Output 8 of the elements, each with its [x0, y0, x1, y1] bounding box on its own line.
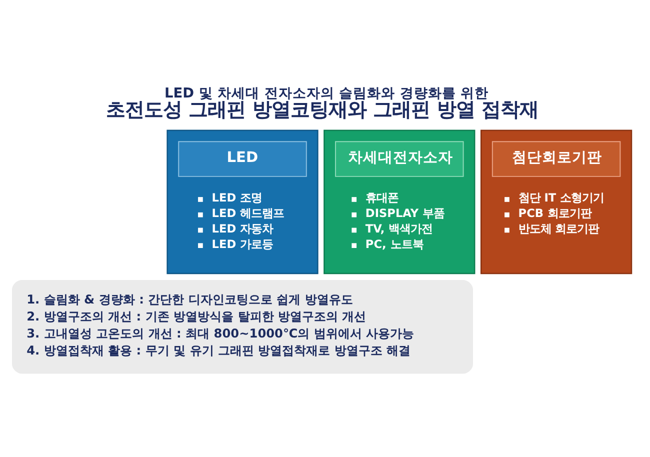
node-box: 차세대전자소자 — [335, 140, 464, 176]
diagram-title: LED 및 차세대 전자소자의 슬림화와 경량화를 위한 초전도성 그래핀 방열코팅재와 그래핀 방열 접착재 — [106, 85, 539, 120]
node-box: LED — [178, 140, 307, 176]
label: 3. 고내열성 고온도의 개선 : 최대 800~1000℃의 범위에서 사용가능 — [26, 326, 414, 340]
label: 2. 방열구조의 개선 : 기존 방열방식을 탈피한 방열구조의 개선 — [26, 308, 366, 323]
node-box: 첨단회로기판 — [492, 140, 621, 176]
label: 4. 방열접착재 활용 : 무기 및 유기 그래핀 방열접착재로 방열구조 해결 — [26, 342, 411, 357]
label: 1. 슬림화 & 경량화 : 간단한 디자인코팅으로 쉽게 방열유도 — [26, 292, 353, 306]
